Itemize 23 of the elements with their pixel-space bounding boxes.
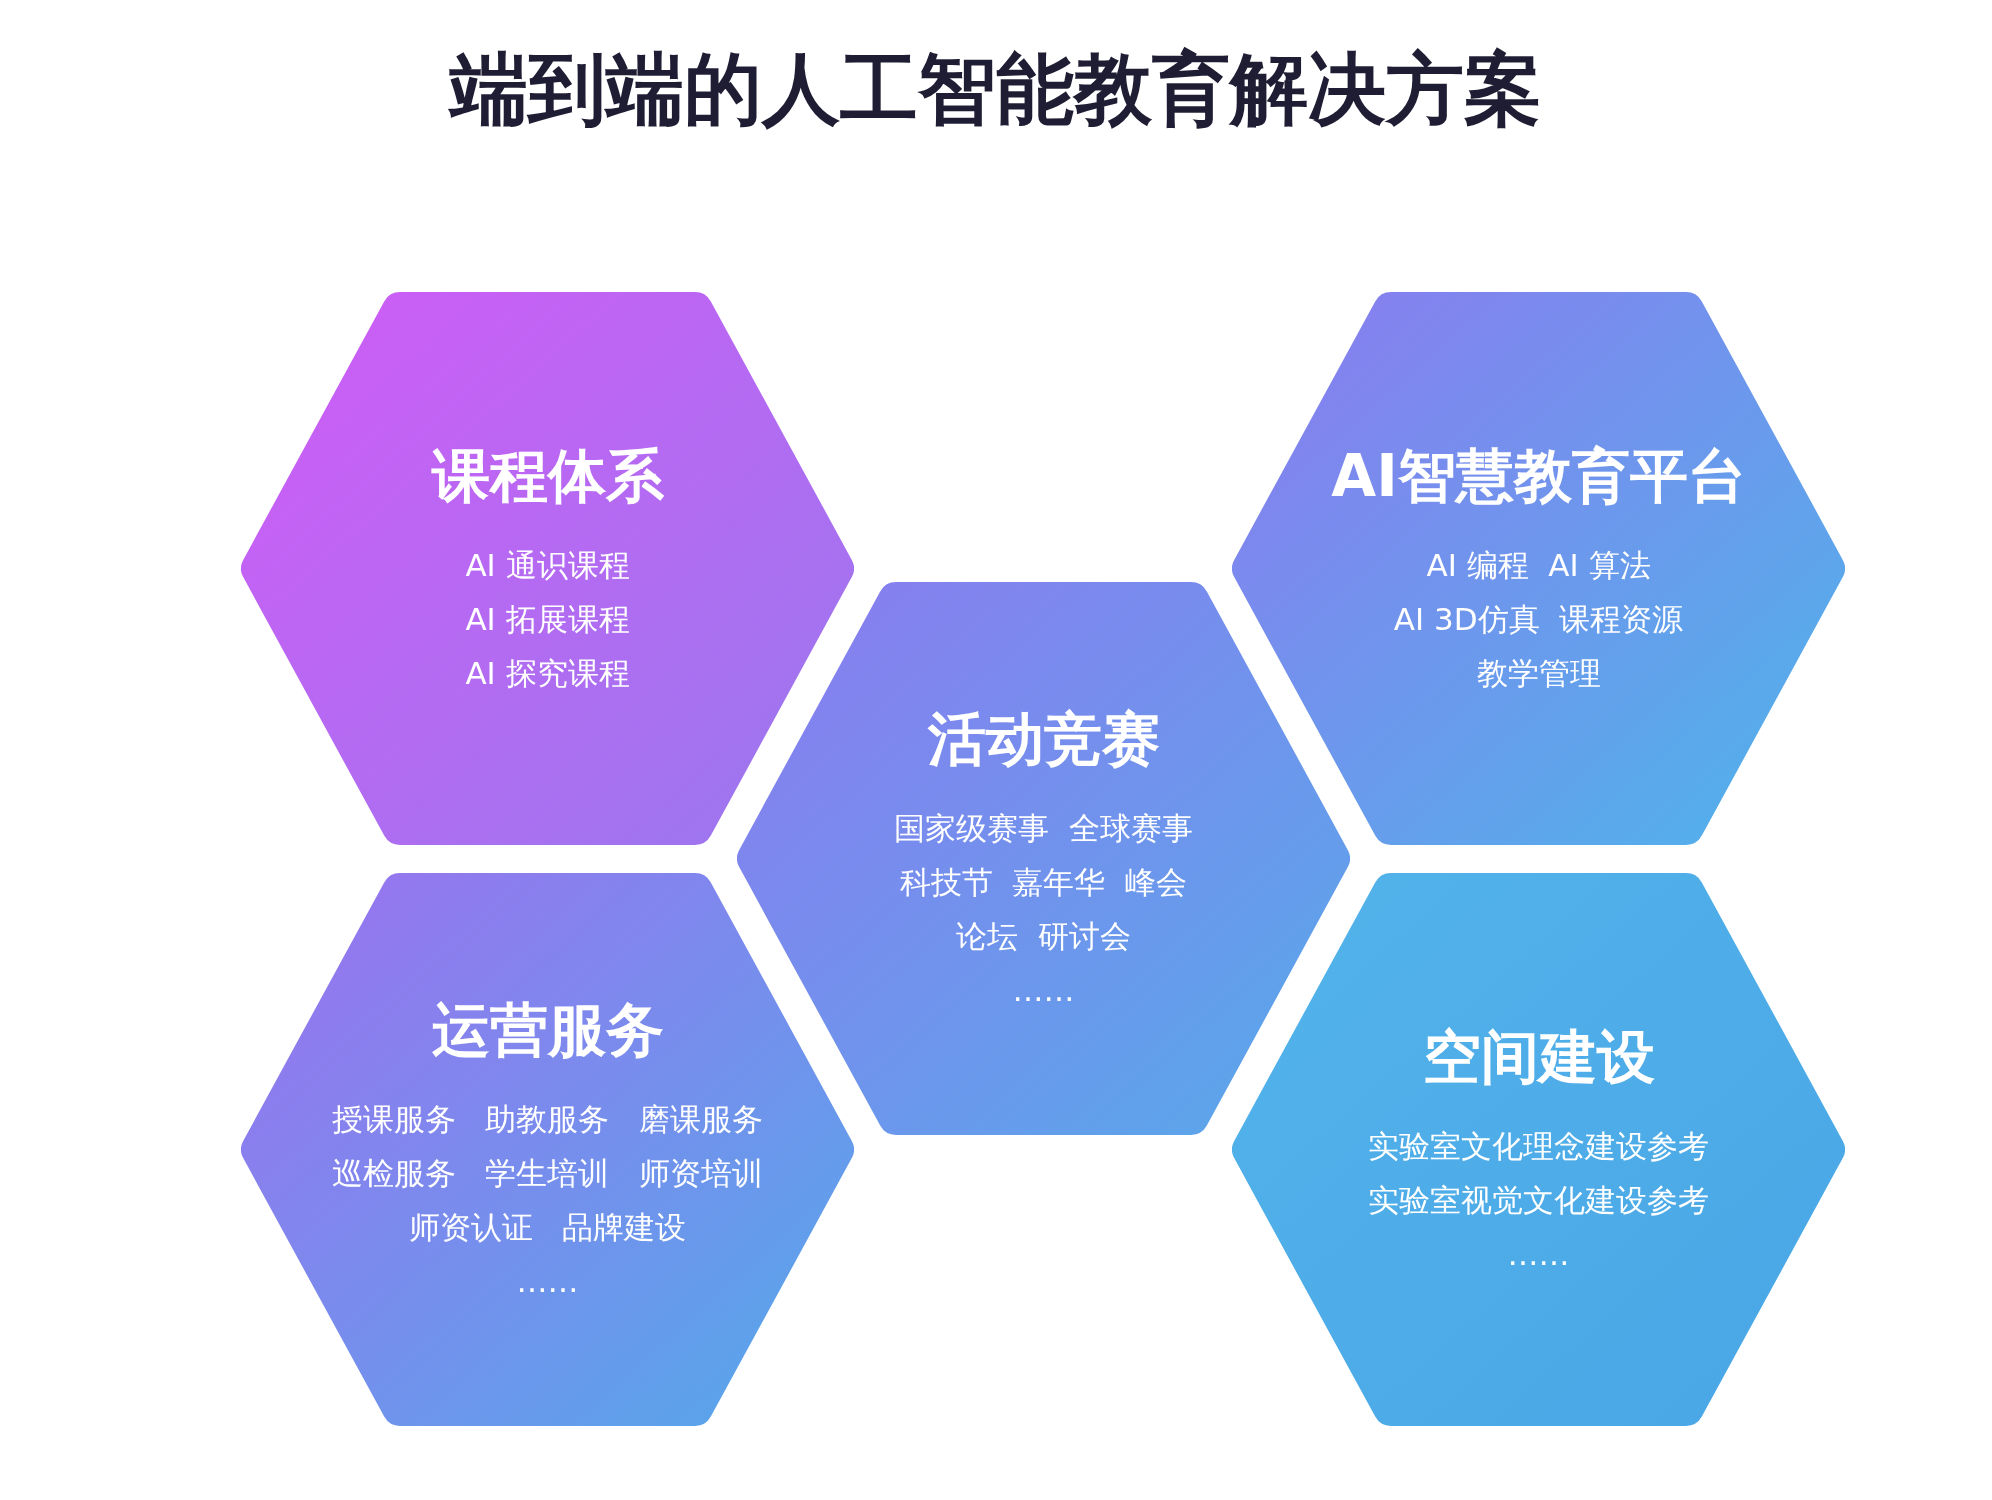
tile-item-text: …… xyxy=(1507,1234,1570,1274)
tile-heading: 活动竞赛 xyxy=(927,703,1160,775)
tile-item-text: 师资认证 品牌建设 xyxy=(408,1207,687,1247)
tile-item-text: 论坛 研讨会 xyxy=(956,916,1131,956)
tile-item-text: 国家级赛事 全球赛事 xyxy=(894,808,1193,848)
tile-item-text: 授课服务 助教服务 磨课服务 xyxy=(331,1099,764,1139)
tile-item-text: 科技节 嘉年华 峰会 xyxy=(899,862,1188,902)
tile-item-text: …… xyxy=(1012,970,1075,1010)
tile-item-text: AI 拓展课程 xyxy=(465,599,630,639)
tile-item-text: 巡检服务 学生培训 师资培训 xyxy=(331,1153,764,1193)
tile-item-text: 教学管理 xyxy=(1476,653,1601,693)
tile-item-text: 实验室文化理念建设参考 xyxy=(1368,1126,1709,1166)
tile-heading: AI智慧教育平台 xyxy=(1331,440,1746,512)
tile-heading: 课程体系 xyxy=(431,440,664,512)
tile-item-text: …… xyxy=(516,1261,579,1301)
tile-item-text: AI 探究课程 xyxy=(465,653,630,693)
tile-heading: 运营服务 xyxy=(431,994,664,1066)
tile-item-text: AI 通识课程 xyxy=(465,545,630,585)
tile-item-text: 实验室视觉文化建设参考 xyxy=(1368,1180,1709,1220)
tile-item-text: AI 编程 AI 算法 xyxy=(1426,545,1651,585)
tile-item-text: AI 3D仿真 课程资源 xyxy=(1393,599,1684,639)
diagram-title: 端到端的人工智能教育解决方案 xyxy=(447,43,1543,136)
tile-heading: 空间建设 xyxy=(1422,1021,1655,1093)
